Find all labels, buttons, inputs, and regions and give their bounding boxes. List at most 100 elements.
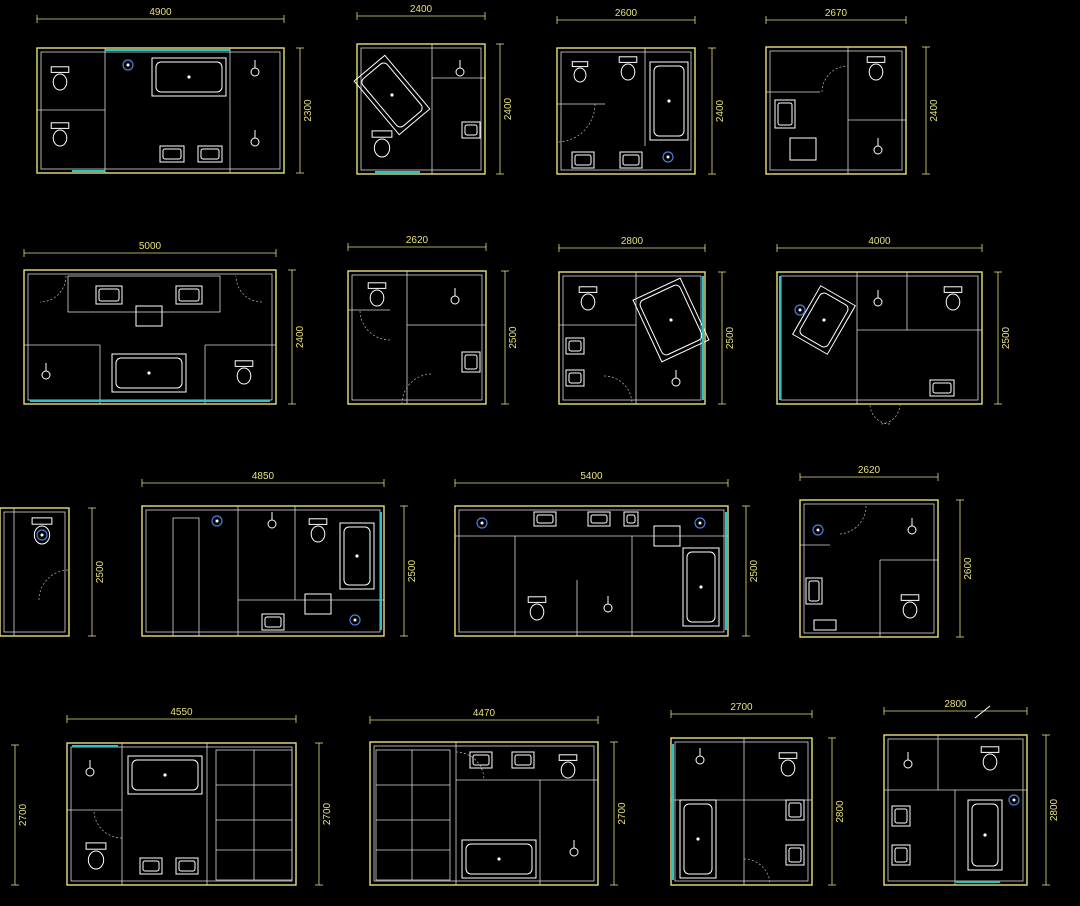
- sink-icon: [533, 511, 557, 527]
- door-swing-arc: [235, 275, 263, 303]
- bathtub-icon: [339, 522, 375, 590]
- height-dimension-label: 2500: [725, 326, 736, 349]
- floor-drain-icon: [122, 59, 134, 71]
- sink-icon: [565, 369, 585, 387]
- inner-wall: [458, 509, 725, 633]
- bathtub-icon: [682, 547, 720, 627]
- height-dimension-label: 2500: [508, 326, 519, 349]
- bathtub-icon: [791, 285, 857, 355]
- height-dimension-label: 2400: [929, 99, 940, 122]
- door-swing-arc: [869, 403, 891, 425]
- height-dimension-label: 2400: [503, 97, 514, 120]
- door-swing-arc: [455, 751, 485, 781]
- toilet-icon: [31, 517, 53, 545]
- toilet-icon: [50, 122, 70, 147]
- outer-wall: [776, 271, 983, 405]
- floor-drain-icon: [211, 515, 223, 527]
- height-dimension-label: 2700: [322, 802, 333, 825]
- sink-icon: [929, 379, 955, 397]
- height-dimension-label: 2500: [749, 559, 760, 582]
- sink-icon: [175, 857, 199, 875]
- sink-icon: [461, 121, 481, 139]
- toilet-icon: [85, 842, 107, 870]
- sink-icon: [511, 751, 535, 769]
- floor-drain-icon: [476, 517, 488, 529]
- toilet-icon: [866, 56, 886, 81]
- storage-cabinet: [172, 517, 200, 637]
- stool-icon: [653, 525, 681, 547]
- sink-icon: [891, 844, 911, 866]
- outer-wall: [66, 742, 297, 886]
- inner-wall: [674, 741, 809, 882]
- width-dimension-label: 4550: [170, 707, 193, 718]
- height-dimension-label: 2500: [1001, 326, 1012, 349]
- shower-head-icon: [41, 363, 51, 380]
- toilet-icon: [943, 286, 963, 311]
- sink-icon: [565, 337, 585, 355]
- inner-wall: [3, 511, 66, 633]
- shower-head-icon: [267, 512, 277, 529]
- toilet-icon: [50, 66, 70, 91]
- inner-wall: [560, 51, 692, 171]
- plan-14-floor-plan: 4550 2700: [66, 707, 333, 886]
- stool-icon: [789, 137, 817, 161]
- sink-icon: [623, 511, 639, 527]
- bathtub-icon: [967, 799, 1003, 871]
- bathtub-icon: [127, 755, 203, 795]
- door-swing-arc: [821, 65, 849, 93]
- shower-head-icon: [85, 760, 95, 777]
- inner-wall: [803, 503, 935, 634]
- bathtub-icon: [679, 799, 717, 879]
- outer-wall: [765, 46, 907, 175]
- outer-wall: [454, 505, 729, 637]
- sink-icon: [175, 285, 203, 305]
- outer-wall: [670, 737, 813, 886]
- sink-icon: [587, 511, 611, 527]
- height-dimension-label: 2800: [1049, 798, 1060, 821]
- floor-drain-icon: [36, 529, 48, 541]
- shower-head-icon: [250, 130, 260, 147]
- bathtub-icon: [632, 277, 710, 363]
- outer-wall: [799, 499, 939, 638]
- bathtub-icon: [649, 61, 689, 141]
- door-swing-arc: [603, 375, 633, 405]
- stool-icon: [813, 619, 837, 631]
- toilet-icon: [578, 286, 598, 311]
- door-swing-arc: [359, 309, 391, 341]
- door-swing-arc: [879, 403, 901, 425]
- shower-head-icon: [695, 748, 705, 765]
- toilet-icon: [371, 130, 393, 158]
- floor-drain-icon: [1008, 794, 1020, 806]
- floor-drain-icon: [694, 517, 706, 529]
- inner-wall: [360, 47, 482, 171]
- inner-wall: [887, 738, 1024, 882]
- sink-icon: [805, 577, 823, 605]
- height-dimension-label: 2500: [95, 560, 106, 583]
- inner-wall: [351, 274, 483, 401]
- width-dimension-label: 4850: [252, 471, 275, 482]
- width-dimension-label: 2400: [410, 4, 433, 15]
- outer-wall: [883, 734, 1028, 886]
- width-dimension-label: 2800: [944, 699, 967, 710]
- width-dimension-label: 2670: [825, 8, 848, 19]
- toilet-icon: [900, 594, 920, 619]
- stool-icon: [304, 593, 332, 615]
- height-dimension-label: 2700: [617, 802, 628, 825]
- sink-icon: [469, 751, 493, 769]
- outer-wall: [347, 270, 487, 405]
- toilet-icon: [618, 56, 638, 81]
- height-dimension-label: 2500: [407, 559, 418, 582]
- toilet-icon: [527, 596, 547, 621]
- bathtub-icon: [461, 839, 537, 879]
- width-dimension-label: 5000: [139, 241, 162, 252]
- outer-wall: [556, 47, 696, 175]
- shower-head-icon: [873, 290, 883, 307]
- bathtub-icon: [353, 54, 431, 136]
- shower-head-icon: [603, 596, 613, 613]
- door-swing-arc: [93, 809, 123, 839]
